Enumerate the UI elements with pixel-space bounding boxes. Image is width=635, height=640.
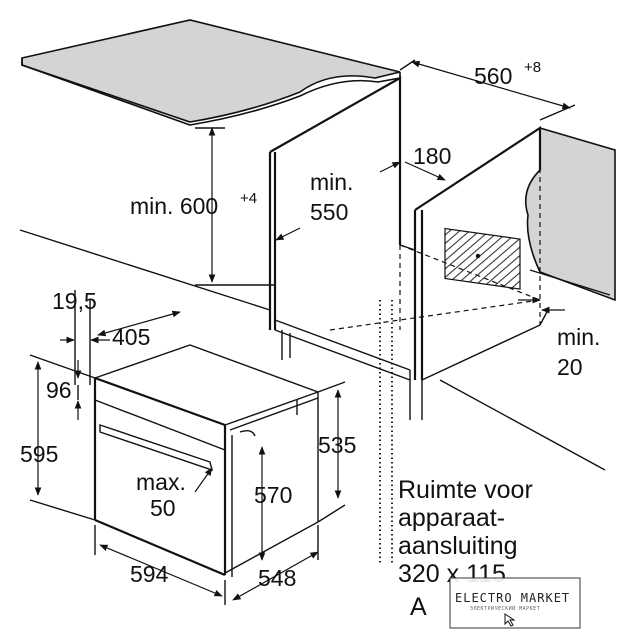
dim-niche-depth-l2: 550	[310, 199, 348, 225]
dim-body-depth-top: 405	[112, 324, 150, 350]
note-line-5: A	[410, 593, 427, 621]
note-line-3: aansluiting	[398, 532, 518, 560]
dim-side-gap-l2: 20	[557, 354, 583, 380]
dim-worktop-width-tol: +8	[524, 59, 541, 76]
cabinet-niche	[268, 76, 542, 565]
watermark-title: ELECTRO MARKET	[455, 591, 570, 605]
dim-top-strip: 96	[46, 377, 72, 403]
dim-inner-height: 570	[254, 482, 292, 508]
cursor-icon	[504, 613, 516, 627]
dim-body-depth: 548	[258, 565, 296, 591]
dim-front-panel: 19,5	[52, 288, 97, 314]
dim-handle-l1: max.	[136, 469, 186, 495]
dim-rear-gap: 180	[413, 143, 451, 169]
watermark-subtitle: ЭЛЕКТРИЧЕСКИЙ МАРКЕТ	[470, 605, 540, 612]
dim-side-gap-l1: min.	[557, 324, 600, 350]
dim-niche-depth-l1: min.	[310, 169, 353, 195]
note-line-1: Ruimte voor	[398, 476, 533, 504]
dim-front-height: 595	[20, 441, 58, 467]
dim-body-height: 535	[318, 432, 356, 458]
dimension-lines	[29, 59, 576, 605]
note-line-2: apparaat-	[398, 504, 505, 532]
floor-lines	[19, 229, 611, 471]
dim-handle-l2: 50	[150, 495, 176, 521]
oven	[93, 344, 319, 577]
dimension-labels: 560 +8 min. 600 +4 min. 550 180 min. 20 …	[20, 59, 600, 591]
dim-niche-height-tol: +4	[240, 190, 257, 207]
dim-worktop-width: 560	[474, 63, 512, 89]
dim-front-width: 594	[130, 561, 169, 587]
dim-niche-height: min. 600	[130, 193, 218, 219]
worktop	[21, 19, 616, 302]
watermark: ELECTRO MARKET ЭЛЕКТРИЧЕСКИЙ МАРКЕТ	[449, 577, 581, 629]
